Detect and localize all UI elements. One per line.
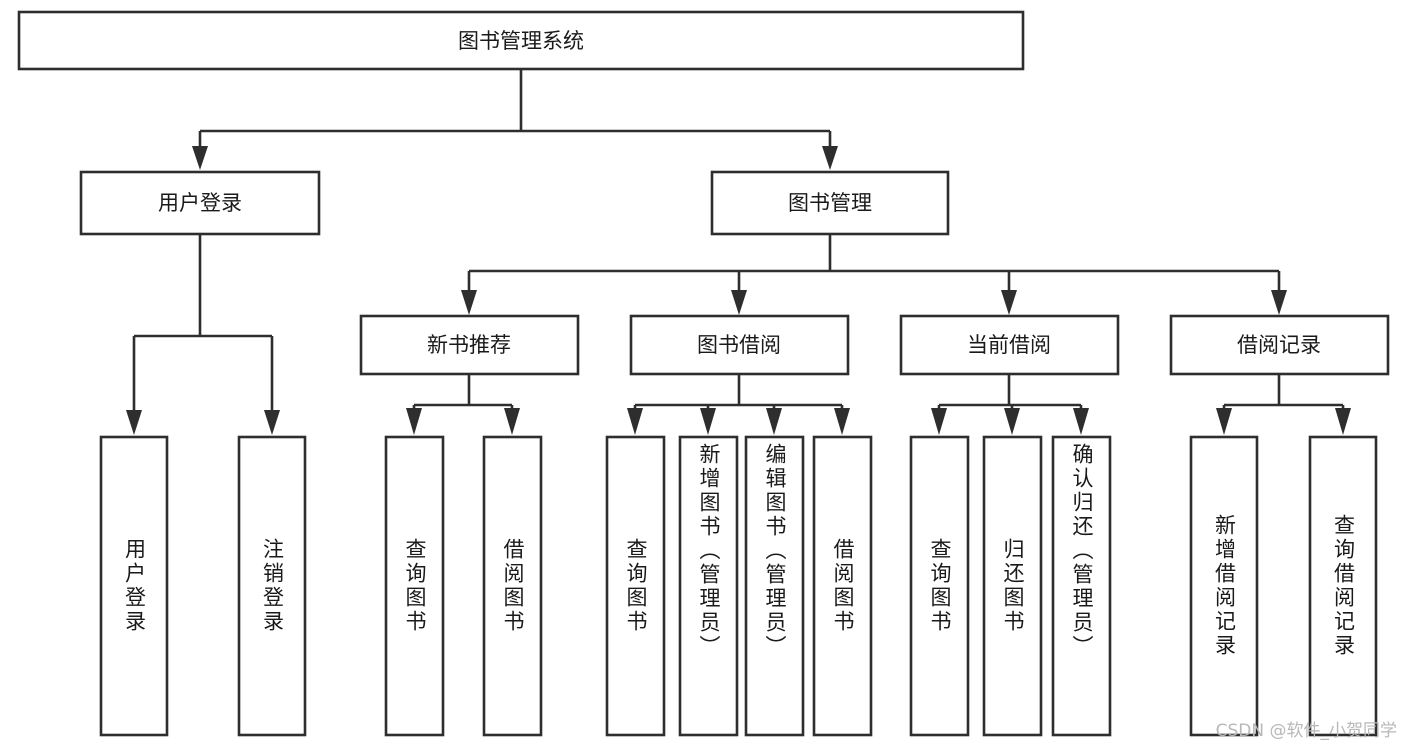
leaf-query-book-cur-box[interactable] [909,435,970,737]
arrow-head-icon [264,410,280,435]
leaf-query-record-box[interactable] [1308,435,1378,737]
leaf-borrow-book-box[interactable] [812,435,873,737]
leaf-boxes [99,435,1378,737]
arrow-head-icon [461,290,477,315]
node-new-book-rec[interactable]: 新书推荐 [359,314,580,376]
node-new-book-rec-box[interactable] [359,314,580,376]
connector-group-book-borrow [627,374,850,435]
node-new-book-rec-label: 新书推荐 [427,333,511,357]
arrow-head-icon [834,408,850,435]
arrow-head-icon [1271,290,1287,315]
arrow-head-icon [1216,408,1232,435]
node-book-manage[interactable]: 图书管理 [710,170,950,236]
arrow-head-icon [731,290,747,315]
arrow-head-icon [126,410,142,435]
node-root-label: 图书管理系统 [458,29,584,53]
node-book-manage-label: 图书管理 [788,191,872,215]
node-current-borrow-box[interactable] [899,314,1120,376]
node-borrow-record-label: 借阅记录 [1237,333,1321,357]
arrow-head-icon [931,408,947,435]
arrow-head-icon [627,408,643,435]
node-current-borrow-label: 当前借阅 [967,333,1051,357]
node-user-login[interactable]: 用户登录 [79,170,321,236]
arrow-head-icon [700,408,716,435]
node-book-borrow-box[interactable] [629,314,850,376]
connector-group-new-book-rec [406,374,520,435]
leaf-confirm-return-box[interactable] [1051,435,1112,737]
leaf-user-login-box[interactable] [99,435,169,737]
leaf-borrow-book-rec-box[interactable] [482,435,543,737]
leaf-add-record-box[interactable] [1189,435,1259,737]
leaf-logout-box[interactable] [237,435,307,737]
connector-group-book-manage [461,234,1287,315]
node-book-borrow-label: 图书借阅 [697,333,781,357]
leaf-return-book-box[interactable] [982,435,1043,737]
node-book-manage-box[interactable] [710,170,950,236]
arrow-head-icon [1001,290,1017,315]
arrow-head-icon [504,408,520,435]
leaf-edit-book-box[interactable] [744,435,805,737]
connector-group-borrow-record [1216,374,1351,435]
leaf-query-book-rec-box[interactable] [384,435,445,737]
node-user-login-box[interactable] [79,170,321,236]
node-borrow-record-box[interactable] [1169,314,1390,376]
connector-group-user-login [126,234,280,435]
arrow-head-icon [822,146,838,170]
leaf-query-book-borrow-box[interactable] [605,435,666,737]
node-current-borrow[interactable]: 当前借阅 [899,314,1120,376]
arrow-head-icon [192,146,208,170]
connector-group-root [192,69,838,170]
leaf-add-book-box[interactable] [678,435,739,737]
arrow-head-icon [1073,408,1089,435]
arrow-head-icon [766,408,782,435]
connector-group-current-borrow [931,374,1089,435]
node-borrow-record[interactable]: 借阅记录 [1169,314,1390,376]
arrow-head-icon [1335,408,1351,435]
node-book-borrow[interactable]: 图书借阅 [629,314,850,376]
node-user-login-label: 用户登录 [158,191,242,215]
node-root[interactable]: 图书管理系统 [17,10,1025,71]
arrow-head-icon [406,408,422,435]
arrow-head-icon [1004,408,1020,435]
node-root-box[interactable] [17,10,1025,71]
